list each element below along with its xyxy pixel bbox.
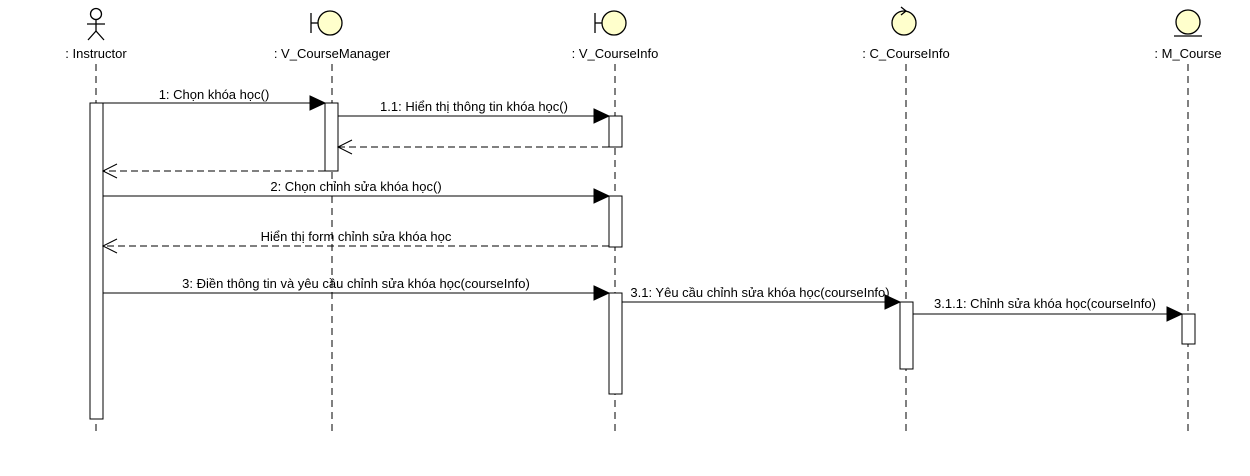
return-message-1-1 [336, 139, 609, 155]
message-3-1-1-label: 3.1.1: Chỉnh sửa khóa học(courseInfo) [934, 296, 1156, 311]
activation-v-courseinfo-2 [608, 195, 623, 248]
return-message-2: Hiển thị form chỉnh sửa khóa học [101, 229, 609, 254]
participant-label-m-course: : M_Course [1154, 46, 1221, 61]
boundary-icon [310, 10, 343, 36]
entity-icon [1174, 9, 1202, 37]
message-3-label: 3: Điền thông tin và yêu cầu chỉnh sửa k… [182, 276, 530, 291]
participant-label-v-coursemanager: : V_CourseManager [274, 46, 391, 61]
message-1-label: 1: Chọn khóa học() [159, 87, 270, 102]
message-3: 3: Điền thông tin và yêu cầu chỉnh sửa k… [103, 276, 611, 301]
participant-label-v-courseinfo: : V_CourseInfo [572, 46, 659, 61]
activation-c-courseinfo [899, 301, 914, 370]
message-1-1-label: 1.1: Hiển thị thông tin khóa học() [380, 99, 568, 114]
participant-label-instructor: : Instructor [65, 46, 127, 61]
message-2-label: 2: Chọn chỉnh sửa khóa học() [270, 179, 441, 194]
message-1: 1: Chọn khóa học() [103, 87, 327, 111]
activation-instructor [89, 102, 104, 420]
activation-m-course [1181, 313, 1196, 345]
activation-v-coursemanager [324, 102, 339, 172]
message-1-1: 1.1: Hiển thị thông tin khóa học() [338, 99, 611, 124]
activation-v-courseinfo-3 [608, 292, 623, 395]
control-icon [891, 6, 917, 36]
activation-v-courseinfo-1 [608, 115, 623, 148]
message-3-1-label: 3.1: Yêu cầu chỉnh sửa khóa học(courseIn… [630, 285, 889, 300]
message-3-1-1: 3.1.1: Chỉnh sửa khóa học(courseInfo) [913, 296, 1184, 322]
return-message-2-label: Hiển thị form chỉnh sửa khóa học [261, 229, 452, 244]
return-message-1 [101, 163, 325, 179]
message-3-1: 3.1: Yêu cầu chỉnh sửa khóa học(courseIn… [622, 285, 902, 310]
actor-icon [87, 7, 105, 41]
boundary-icon [594, 10, 627, 36]
message-2: 2: Chọn chỉnh sửa khóa học() [103, 179, 611, 204]
participant-label-c-courseinfo: : C_CourseInfo [862, 46, 949, 61]
